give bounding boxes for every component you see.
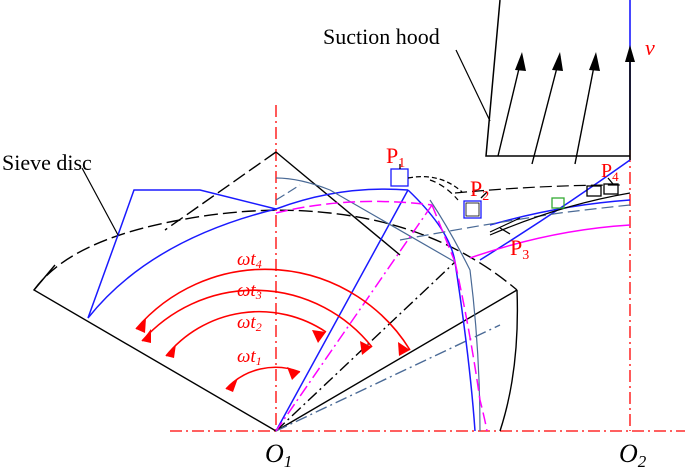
angle-arcs — [135, 268, 411, 390]
sieve-disc-leader — [81, 167, 119, 236]
sector-right-edge — [275, 289, 518, 432]
blue-sector-left — [87, 189, 277, 319]
velocity-label: v — [645, 35, 655, 60]
angle-label-3: ωt3 — [237, 280, 262, 302]
hood-leader-line — [455, 49, 491, 122]
blue-ray — [275, 189, 409, 432]
angle-arc-3 — [141, 289, 373, 348]
right-arcs — [429, 179, 631, 236]
p2-box — [463, 200, 482, 219]
airflow-arrows — [497, 55, 597, 165]
o1-label: O1 — [265, 439, 292, 468]
sieve-disc-label: Sieve disc — [2, 150, 92, 175]
p3-marker — [551, 197, 565, 209]
p2-leader — [480, 191, 488, 199]
suction-hood — [455, 0, 630, 165]
angle-arrowheads — [136, 318, 410, 392]
p4-leader — [607, 177, 614, 185]
axes — [170, 105, 685, 432]
p3-label: P3 — [510, 235, 529, 263]
blue-arc-inner — [87, 208, 277, 319]
angle-label-1: ωt1 — [237, 346, 262, 368]
p3-leader — [499, 227, 511, 235]
text-labels: Suction hood Sieve disc v O1 O2 P1 P2 P3… — [2, 24, 655, 468]
p4-label: P4 — [601, 160, 619, 184]
sieve-disc-steel — [275, 177, 631, 432]
blue-arc-outer — [275, 188, 409, 210]
p4-box — [586, 185, 602, 197]
outer-arc-right — [499, 289, 519, 432]
dashdot-ray-1 — [275, 261, 456, 432]
o2-label: O2 — [619, 439, 647, 468]
airflow-arrowheads — [515, 52, 600, 71]
blue-curve-lower — [407, 189, 476, 432]
p4-box-2 — [603, 183, 619, 195]
p1-p2-trajectory — [407, 175, 463, 193]
suction-hood-label: Suction hood — [323, 24, 440, 49]
p1-box — [390, 168, 409, 187]
p2-label: P2 — [470, 176, 489, 204]
angle-arc-4 — [135, 268, 411, 351]
angle-arc-2 — [165, 310, 327, 357]
sieve-disc-black — [32, 151, 519, 432]
sector-back-edge-dashed — [164, 151, 277, 231]
angle-label-2: ωt2 — [237, 312, 262, 334]
sieve-disc-blue — [87, 159, 631, 432]
p2-box-inner — [465, 202, 480, 217]
hood-outline — [485, 0, 630, 157]
sector-arc — [33, 209, 518, 291]
velocity-arrow — [625, 0, 635, 160]
sieve-disc-magenta — [275, 200, 631, 432]
p1-label: P1 — [386, 143, 405, 171]
particle-markers — [390, 164, 619, 235]
dashdot-ray-2 — [275, 324, 501, 432]
angle-label-4: ωt4 — [237, 249, 262, 271]
